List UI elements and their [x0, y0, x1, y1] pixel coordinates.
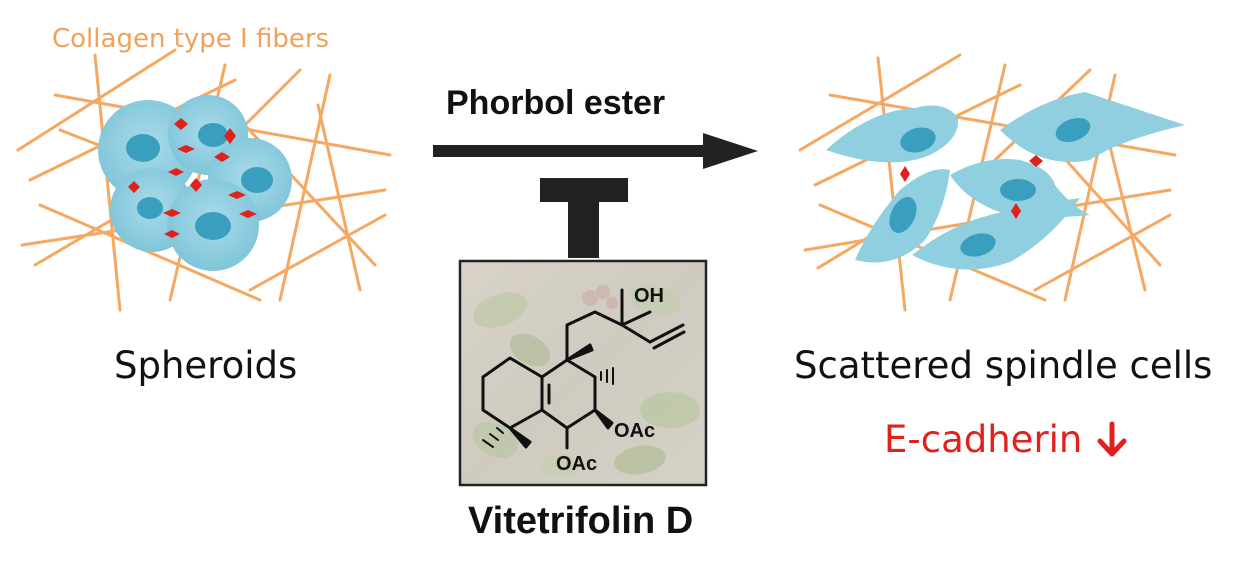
contact-marker — [228, 191, 246, 199]
nucleus — [900, 127, 936, 153]
contact-marker — [164, 230, 180, 238]
oac-label-2: OAc — [556, 453, 597, 475]
nucleus — [198, 123, 228, 147]
phorbol-arrow — [433, 133, 758, 169]
phorbol-ester-label: Phorbol ester — [446, 84, 666, 122]
spindle-cells-label: Scattered spindle cells — [794, 344, 1213, 387]
spindle-cells — [826, 92, 1185, 270]
nucleus — [241, 167, 273, 193]
collagen-fibers-label: Collagen type I fibers — [52, 24, 330, 54]
cell-contact-markers — [900, 155, 1043, 219]
contact-marker — [224, 128, 236, 144]
contact-marker — [1011, 203, 1021, 219]
cell-contact-markers — [128, 118, 257, 238]
nucleus — [137, 197, 163, 219]
contact-marker — [1029, 155, 1043, 167]
spindle-cell — [1000, 92, 1185, 162]
spindle-cell — [826, 105, 959, 163]
inhibition-stem — [568, 200, 599, 258]
nucleus — [1055, 117, 1091, 143]
nucleus — [960, 233, 996, 257]
contact-marker — [128, 181, 140, 193]
contact-marker — [163, 209, 181, 217]
contact-marker — [168, 168, 184, 176]
oh-label: OH — [634, 285, 664, 307]
contact-marker — [214, 152, 230, 162]
spheroids-label: Spheroids — [114, 344, 298, 387]
nucleus — [1000, 179, 1036, 201]
contact-marker — [239, 210, 257, 218]
contact-marker — [177, 145, 195, 153]
arrow-down-icon — [1097, 421, 1127, 457]
contact-marker — [174, 118, 188, 130]
nucleus — [889, 197, 917, 233]
plant-leaves — [472, 284, 700, 477]
inhibition-symbol — [540, 178, 628, 258]
chemical-structure — [481, 288, 686, 450]
contact-marker — [900, 166, 910, 182]
compound-name-label: Vitetrifolin D — [468, 500, 694, 542]
arrow-head — [703, 133, 758, 169]
nucleus — [126, 134, 160, 162]
compound-photo-panel: OH OAc OAc — [458, 259, 708, 487]
inhibition-bar — [540, 178, 628, 202]
spindle-cell — [912, 198, 1080, 270]
spheroid-cluster — [98, 95, 292, 271]
arrow-shaft — [433, 145, 709, 157]
contact-marker — [190, 178, 202, 192]
e-cadherin-label: E-cadherin — [884, 418, 1083, 461]
oac-label-1: OAc — [614, 420, 655, 442]
nucleus — [195, 212, 231, 240]
photo-frame — [458, 259, 708, 487]
